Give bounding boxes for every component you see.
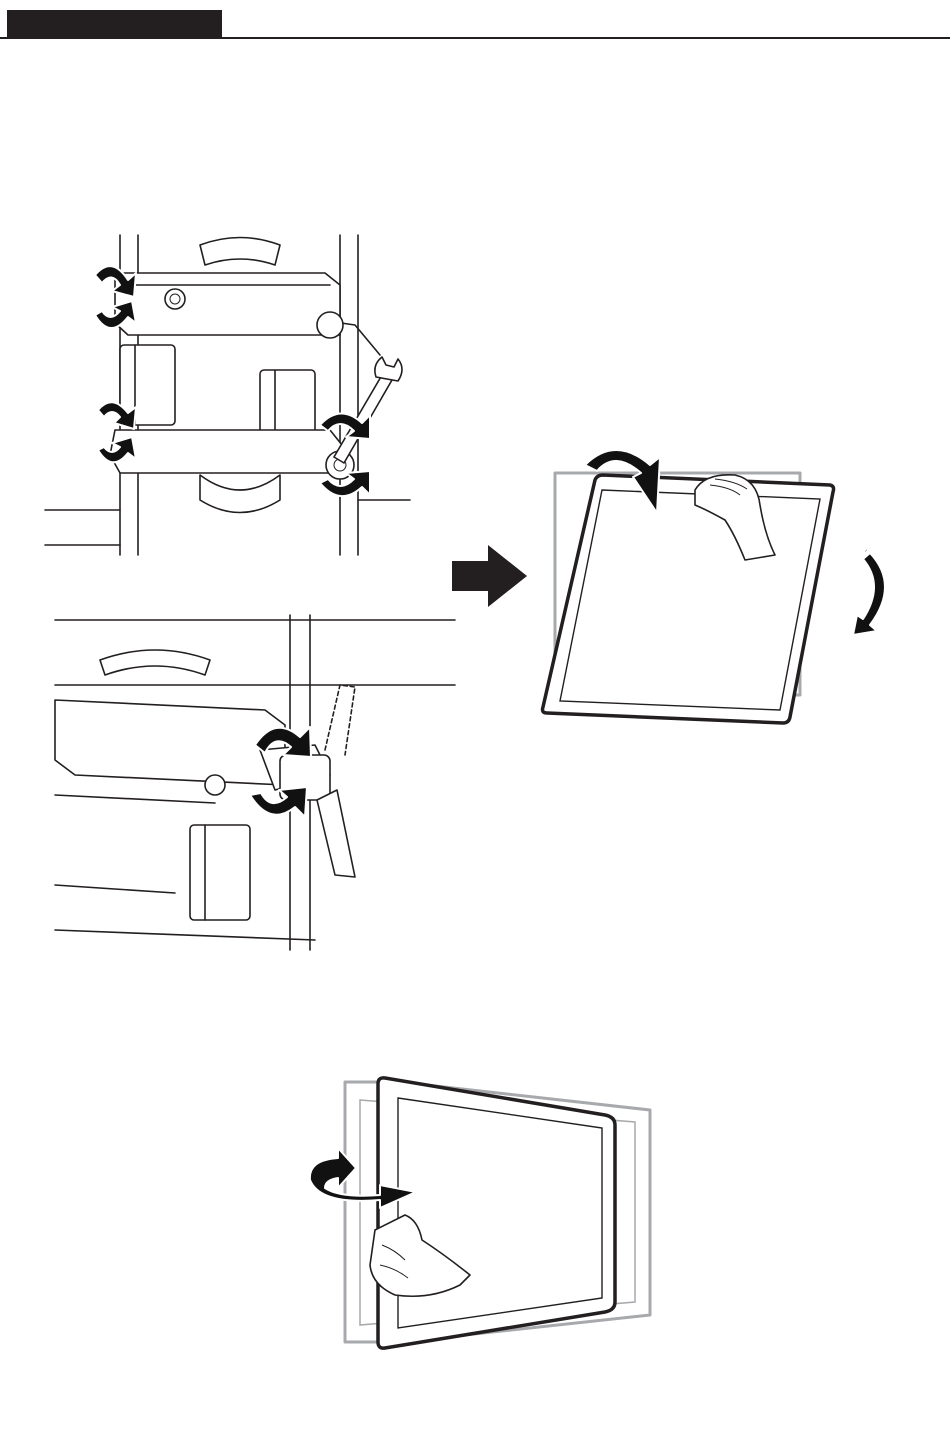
lock-handle-icon [260,685,355,877]
figure-swivel-display [300,1070,660,1355]
display-tilted-illustration [543,475,834,723]
mount-bracket-illustration [55,615,455,950]
figure-tilt-display [535,435,915,735]
figure-loosen-nuts [40,225,420,565]
header-rule [0,37,950,39]
display-swivelled-illustration [378,1078,615,1348]
figure-lock-handle [55,615,465,950]
wrench-icon [334,357,402,463]
section-header-bar [7,10,222,38]
next-step-arrow-icon [452,545,532,607]
mount-bracket-illustration [45,235,410,555]
